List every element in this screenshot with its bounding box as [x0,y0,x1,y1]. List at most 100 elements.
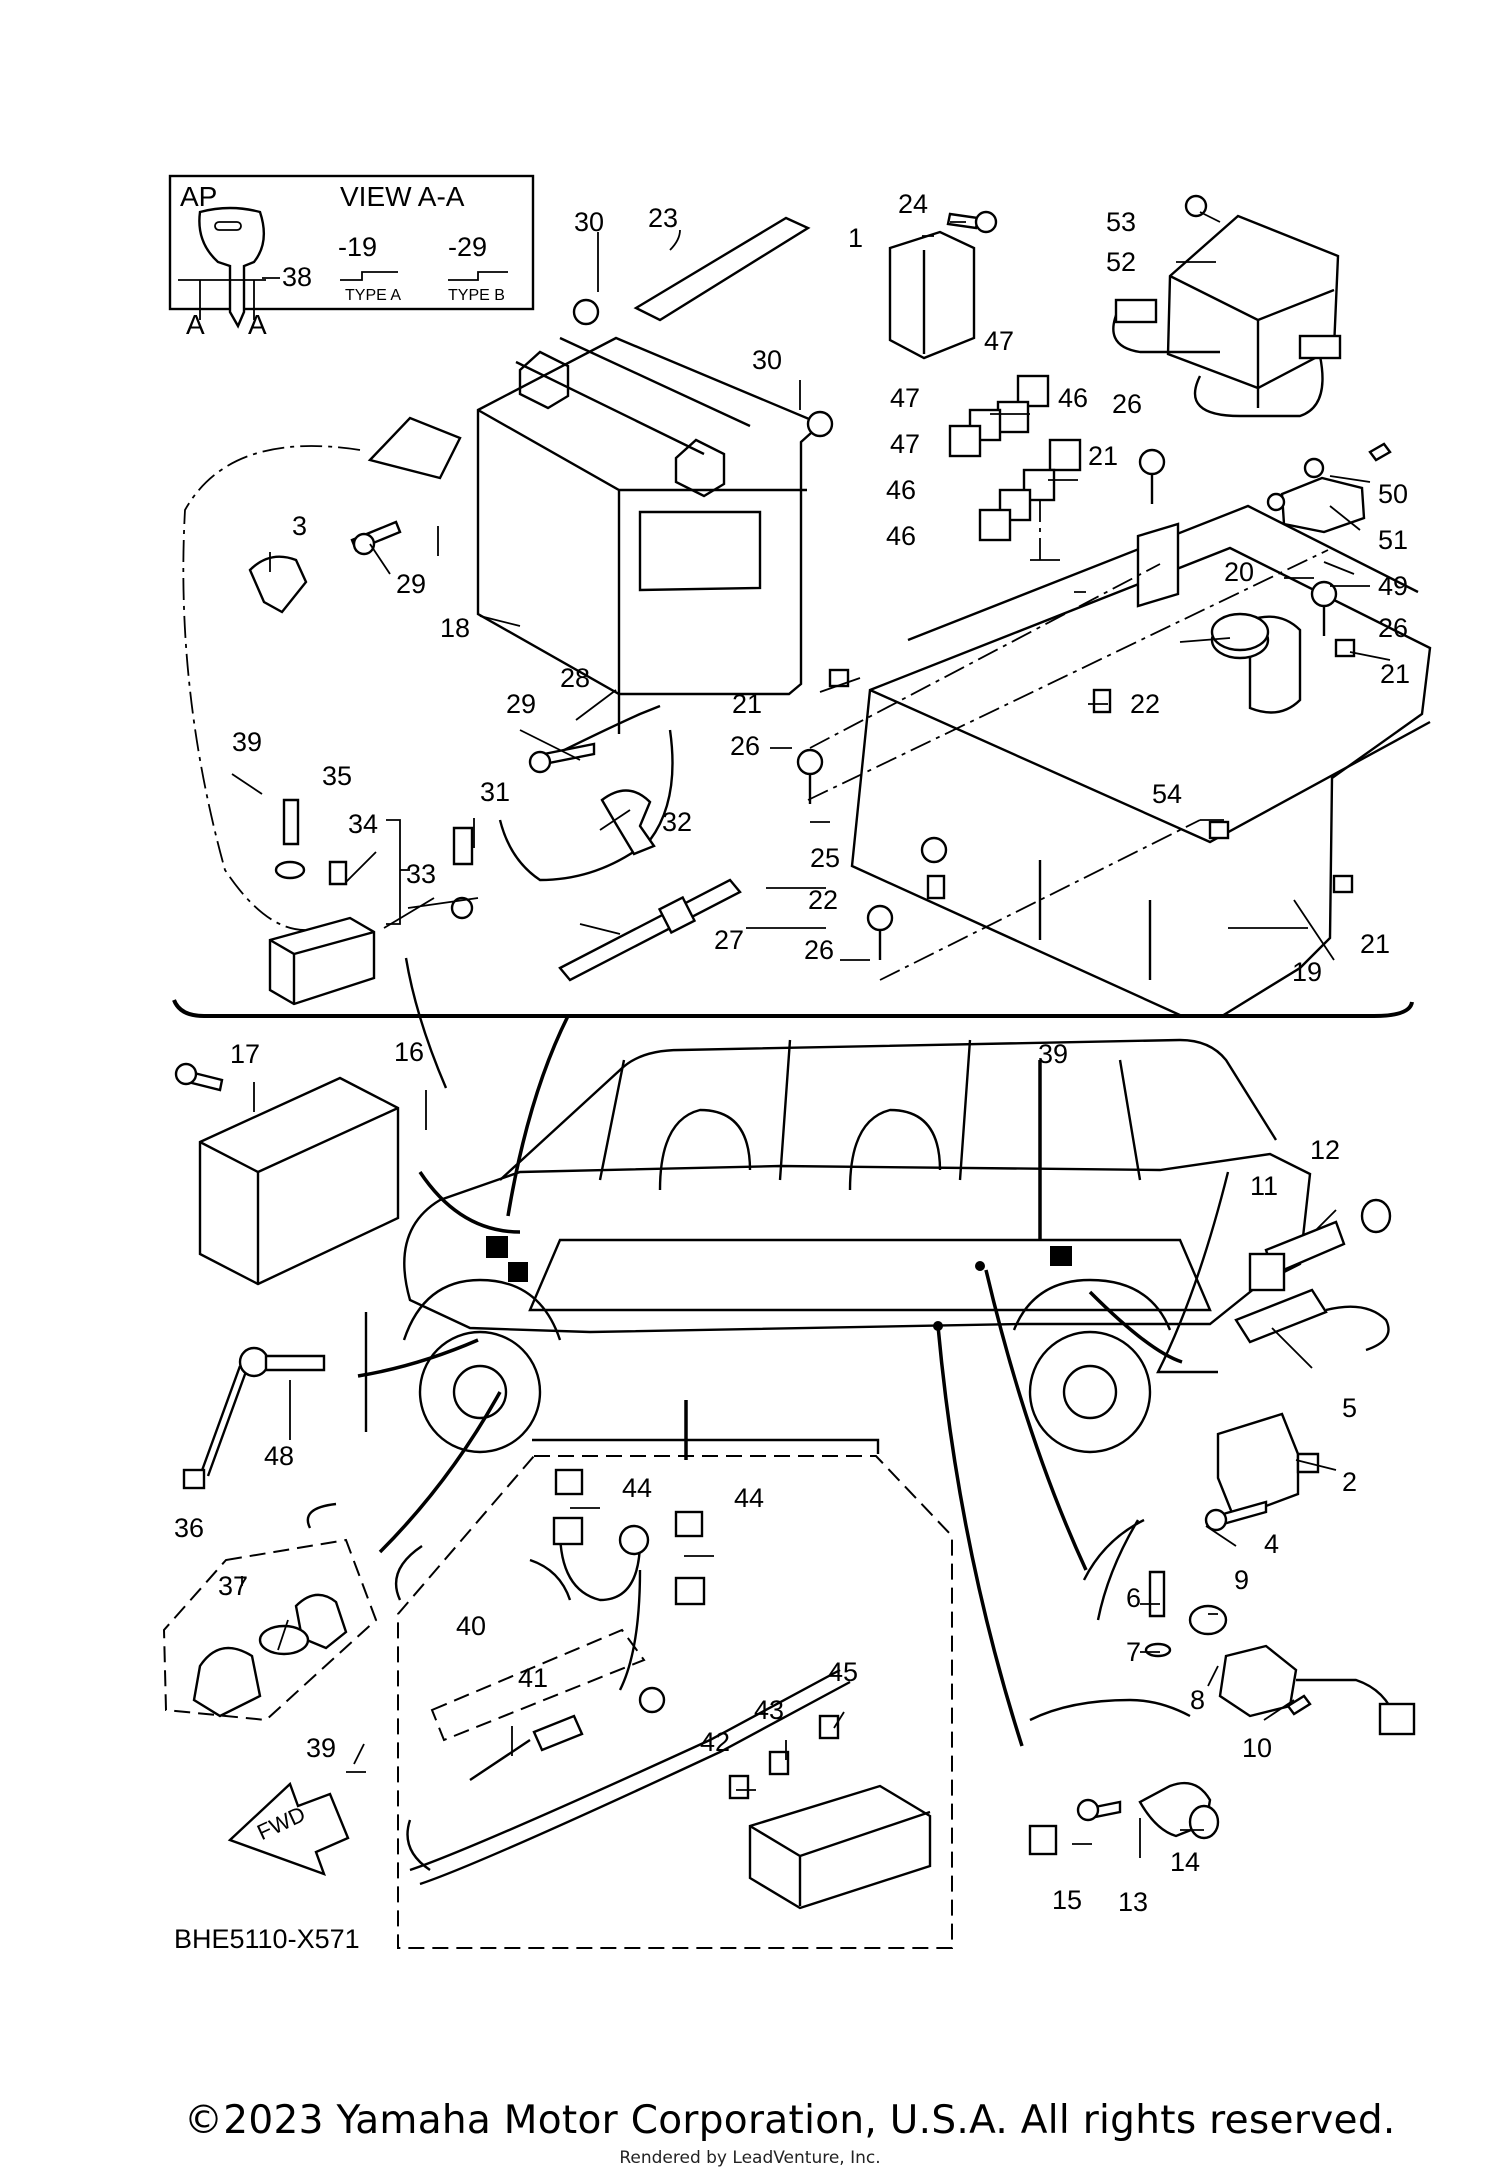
battery-tray-19 [850,504,1432,1018]
callout-22-a: 22 [1130,689,1160,719]
callout-22-b: 22 [808,885,838,915]
variant-b-type: TYPE B [448,287,505,304]
clip-21-b [1334,638,1356,658]
variant-a-suffix: -19 [338,232,377,262]
clip-54 [1208,820,1230,840]
section-letter-left: A [186,309,205,340]
callout-23: 23 [648,203,678,233]
washer-50 [1303,457,1325,479]
nut-30-left [572,298,600,326]
fuse-42 [728,1774,750,1800]
callout-26-b: 26 [1378,613,1408,643]
callout-50: 50 [1378,479,1408,509]
callout-5: 5 [1342,1393,1357,1423]
connector-44-b [674,1510,704,1538]
callout-35: 35 [322,761,352,791]
callout-37: 37 [218,1571,248,1601]
callout-43: 43 [754,1695,784,1725]
inset-view-label: VIEW A-A [340,181,465,212]
o-ring-14 [1188,1804,1220,1840]
bolt-24 [946,212,980,230]
callout-18: 18 [440,613,470,643]
variant-b-suffix: -29 [448,232,487,262]
type-a-profile [340,271,398,281]
clamp-32 [600,789,656,856]
vehicle-outline [402,1038,1312,1454]
callout-1: 1 [848,223,863,253]
switch-37-cap [294,1593,348,1650]
callout-46-c: 46 [886,521,916,551]
callout-33: 33 [406,859,436,889]
bolt-26-a [1138,448,1166,504]
variant-a-type: TYPE A [345,287,401,304]
washer-7 [1144,1642,1172,1658]
spark-plug-6 [1148,1570,1166,1618]
relay-cluster [948,374,1082,542]
starter-relay [268,916,376,1006]
relay-bracket-33 [386,819,401,925]
callout-12: 12 [1310,1135,1340,1165]
callout-36: 36 [174,1513,204,1543]
callout-8: 8 [1190,1685,1205,1715]
callout-34: 34 [348,809,378,839]
callout-47-a: 47 [984,326,1014,356]
inset-ap-label: AP [180,181,217,212]
upper-section-divider [172,999,1414,1018]
callout-21-d: 21 [1360,929,1390,959]
bolt-10 [1286,1694,1312,1716]
callout-3: 3 [292,511,307,541]
callout-19: 19 [1292,957,1322,987]
callout-21-a: 21 [1088,441,1118,471]
gasket-12 [1360,1198,1392,1234]
nut-30-right [806,410,834,438]
forward-direction-arrow: FWD [227,1781,350,1877]
bolt-26-b [1310,580,1338,636]
callout-15: 15 [1052,1885,1082,1915]
callout-9: 9 [1234,1565,1249,1595]
battery [476,336,824,734]
rectifier-16 [198,1076,400,1286]
bolt-26-d [866,904,894,960]
callout-21-c: 21 [732,689,762,719]
ignition-coil-2 [1216,1412,1300,1520]
callout-29-lower: 29 [506,689,536,719]
callout-42: 42 [700,1727,730,1757]
assembly-40-boundary [430,1628,646,1742]
bolt-31 [452,826,474,866]
clamp-3 [248,555,308,614]
callout-46-b: 46 [886,475,916,505]
callout-49: 49 [1378,571,1408,601]
callout-44-b: 44 [734,1483,764,1513]
cable-tie-27 [558,878,742,982]
callout-28: 28 [560,663,590,693]
callout-20: 20 [1224,557,1254,587]
callout-10: 10 [1242,1733,1272,1763]
clip-22-b [926,874,946,900]
callout-29-upper: 29 [396,569,426,599]
callout-7: 7 [1126,1637,1141,1667]
callout-53: 53 [1106,207,1136,237]
callout-26-c: 26 [730,731,760,761]
spark-plug-cap-5 [1234,1288,1328,1344]
fuse-43 [768,1750,790,1776]
battery-band [633,216,811,322]
callout-39-upper: 39 [232,727,262,757]
callout-17: 17 [230,1039,260,1069]
callout-26-d: 26 [804,935,834,965]
key-icon [198,206,266,329]
callout-4: 4 [1264,1529,1279,1559]
switch-body [192,1646,262,1718]
callout-labels: 30 23 24 1 53 52 30 47 47 47 46 46 46 26… [174,189,1410,1917]
fuse-45 [818,1714,840,1740]
terminal-cover [367,416,462,480]
callout-14: 14 [1170,1847,1200,1877]
callout-2: 2 [1342,1467,1357,1497]
bolt-50 [1368,442,1392,462]
clip-21-c [1332,874,1354,894]
battery-lead [182,445,361,931]
callout-45: 45 [828,1657,858,1687]
fuse-34 [328,860,348,886]
type-b-profile [448,271,508,281]
callout-25: 25 [810,843,840,873]
